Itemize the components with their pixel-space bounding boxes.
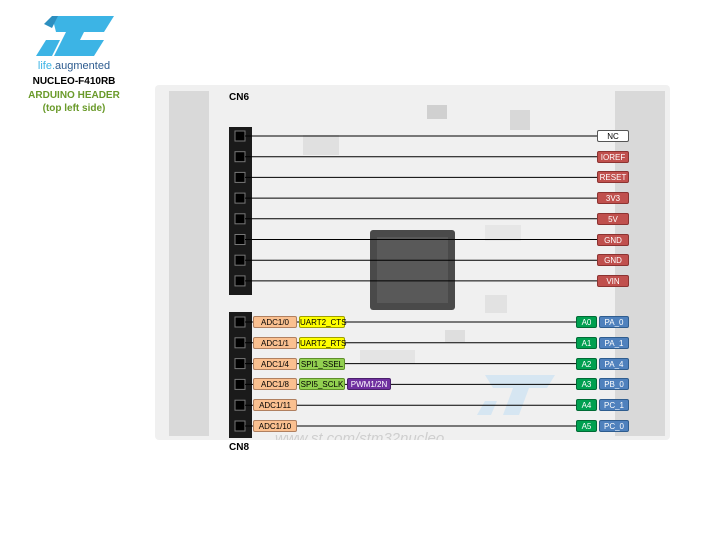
cn6-pin-label: IOREF [597, 150, 629, 163]
adc-label: ADC1/10 [253, 420, 297, 432]
logo-block: life.augmented NUCLEO-F410RB ARDUINO HEA… [18, 14, 130, 114]
cn6-pin [234, 151, 246, 163]
arduino-pin-label: A3 [576, 378, 597, 391]
function-label: UART2_CTS [299, 316, 347, 328]
arduino-pin-label: A1 [576, 336, 597, 349]
cn6-pin [234, 275, 246, 287]
port-pin-label: PA_0 [599, 316, 629, 328]
cn8-pin [234, 420, 246, 432]
adc-label: ADC1/4 [253, 357, 297, 370]
board-background [169, 91, 665, 436]
adc-label: ADC1/11 [253, 399, 297, 412]
pwm-label: PWM1/2N [347, 378, 391, 391]
port-pin-label: PC_1 [599, 399, 629, 412]
cn6-label: CN6 [229, 92, 250, 103]
function-label: SPI1_SSEL [299, 357, 345, 370]
port-pin-label: PB_0 [599, 378, 629, 391]
tagline: life.augmented [18, 60, 130, 72]
cn6-pin-label: 5V [597, 212, 629, 225]
port-pin-label: PA_4 [599, 357, 629, 370]
header-side: (top left side) [42, 103, 106, 114]
st-logo-icon [36, 16, 114, 56]
cn6-pin-label: RESET [597, 171, 629, 184]
arduino-pin-label: A5 [576, 420, 597, 432]
cn6-pin [234, 234, 246, 245]
cn6-pin-label: 3V3 [597, 192, 629, 205]
board-name: NUCLEO-F410RB [32, 76, 116, 87]
cn8-pin [234, 337, 246, 349]
port-pin-label: PA_1 [599, 336, 629, 349]
arduino-pin-label: A2 [576, 357, 597, 370]
cn6-pin [234, 171, 246, 183]
arduino-pin-label: A4 [576, 399, 597, 412]
board-url: www.st.com/stm32nucleo [275, 430, 445, 440]
cn6-pin-label: GND [597, 233, 629, 246]
header-title: ARDUINO HEADER [28, 90, 120, 101]
cn6-header [229, 127, 252, 295]
cn8-pin [234, 378, 246, 390]
function-label: SPI5_SCLK [299, 378, 345, 391]
cn6-pin [234, 192, 246, 204]
port-pin-label: PC_0 [599, 420, 629, 432]
cn6-pin-label: GND [597, 254, 629, 267]
adc-label: ADC1/8 [253, 378, 297, 391]
adc-label: ADC1/0 [253, 316, 297, 328]
cn6-pin-label: VIN [597, 274, 629, 287]
cn8-label: CN8 [229, 442, 250, 453]
cn6-pin [234, 254, 246, 266]
cn6-pin [234, 213, 246, 225]
adc-label: ADC1/1 [253, 336, 297, 349]
cn6-pin [234, 130, 246, 142]
cn8-pin [234, 316, 246, 328]
tagline-augmented: augmented [55, 60, 111, 72]
cn8-pin [234, 358, 246, 370]
arduino-pin-label: A0 [576, 316, 597, 328]
function-label: UART2_RTS [299, 336, 347, 349]
cn6-pin-label: NC [597, 130, 629, 142]
tagline-life: life. [37, 60, 56, 72]
cn8-pin [234, 399, 246, 411]
